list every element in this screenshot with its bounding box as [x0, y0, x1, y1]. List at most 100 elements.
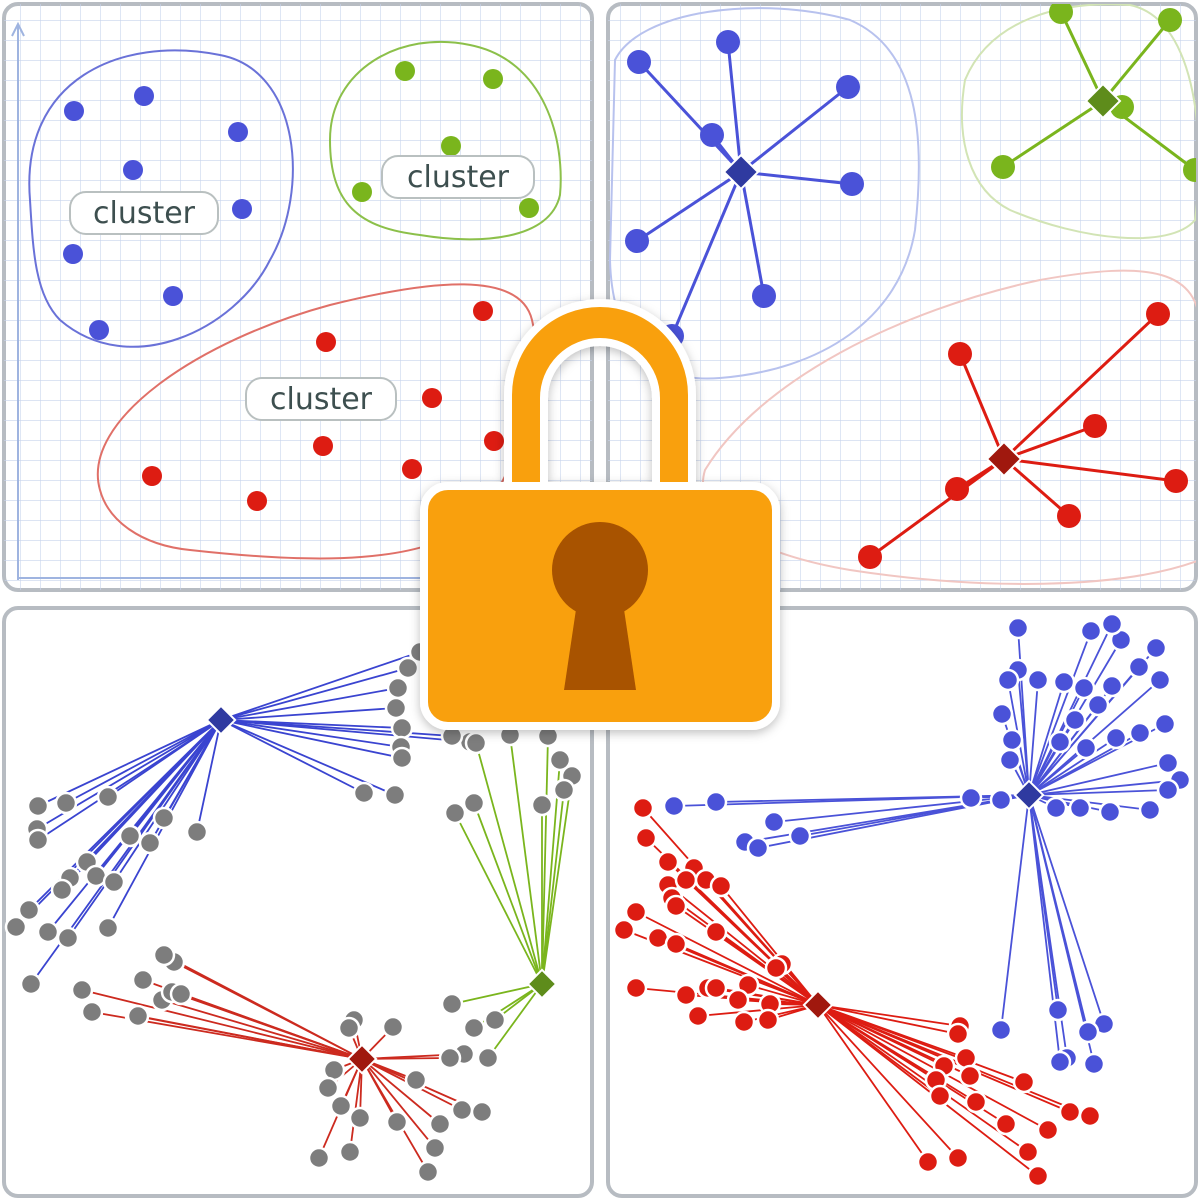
- leaf-node: [1098, 800, 1122, 824]
- spoke-edge: [817, 1004, 959, 1035]
- leaf-node: [352, 781, 376, 805]
- leaf-node: [36, 920, 60, 944]
- leaf-node: [948, 342, 972, 366]
- leaf-node: [752, 284, 776, 308]
- spoke-edge: [161, 999, 363, 1060]
- spoke-edge: [635, 911, 819, 1006]
- cluster-point: [123, 160, 143, 180]
- leaf-node: [656, 850, 680, 874]
- leaf-node: [1148, 668, 1172, 692]
- spoke-edge: [361, 1058, 441, 1125]
- leaf-node: [625, 229, 649, 253]
- spoke-edge: [113, 719, 222, 883]
- spoke-edge: [817, 1004, 1025, 1083]
- leaf-node: [764, 956, 788, 980]
- spoke-edge: [220, 719, 402, 748]
- leaf-node: [674, 983, 698, 1007]
- spoke-edge: [220, 719, 365, 794]
- leaf-node: [56, 926, 80, 950]
- leaf-node: [1074, 736, 1098, 760]
- leaf-node: [131, 968, 155, 992]
- spoke-edge: [220, 719, 453, 737]
- cluster-point: [228, 122, 248, 142]
- leaf-node: [102, 870, 126, 894]
- cluster-point: [441, 136, 461, 156]
- leaf-node: [627, 50, 651, 74]
- lock-icon: [420, 299, 780, 730]
- spoke-edge: [220, 707, 397, 721]
- leaf-node: [732, 1010, 756, 1034]
- leaf-node: [946, 1146, 970, 1170]
- leaf-node: [404, 1068, 428, 1092]
- leaf-node: [1046, 998, 1070, 1022]
- leaf-node: [470, 1100, 494, 1124]
- spoke-edge: [817, 1004, 959, 1159]
- leaf-node: [1183, 158, 1196, 182]
- spoke-edge: [541, 789, 565, 985]
- leaf-node: [1026, 668, 1050, 692]
- leaf-node: [1082, 1052, 1106, 1076]
- leaf-node: [1138, 798, 1162, 822]
- leaf-node: [634, 826, 658, 850]
- leaf-node: [1100, 674, 1124, 698]
- leaf-node: [928, 1084, 952, 1108]
- spoke-edge: [1028, 794, 1095, 1065]
- spoke-edge: [1017, 669, 1030, 796]
- cluster-label-box: [245, 377, 397, 421]
- cluster-label-box: [69, 191, 219, 235]
- leaf-node: [1052, 670, 1076, 694]
- spoke-edge: [475, 742, 543, 985]
- spoke-edge: [509, 734, 543, 985]
- leaf-node: [428, 1112, 452, 1136]
- spoke-edge: [1028, 737, 1117, 796]
- cluster-point: [142, 466, 162, 486]
- leaf-node: [726, 988, 750, 1012]
- spoke-edge: [1028, 789, 1169, 796]
- leaf-node: [990, 702, 1014, 726]
- spoke-edge: [349, 1058, 363, 1153]
- leaf-node: [50, 878, 74, 902]
- cluster-label-box: [381, 155, 535, 199]
- spoke-edge: [817, 1004, 1091, 1117]
- leaf-node: [1158, 8, 1182, 32]
- spoke-edge: [740, 170, 853, 186]
- hub-node: [526, 968, 558, 1000]
- leaf-node: [337, 1016, 361, 1040]
- spoke-edge: [1002, 312, 1160, 461]
- spoke-edge: [15, 719, 222, 928]
- leaf-node: [1083, 414, 1107, 438]
- leaf-node: [664, 932, 688, 956]
- spoke-edge: [451, 983, 543, 1005]
- hub-node: [1013, 779, 1045, 811]
- leaf-node: [96, 916, 120, 940]
- hub-node: [985, 440, 1023, 478]
- leaf-node: [1048, 1050, 1072, 1074]
- leaf-node: [1068, 796, 1092, 820]
- leaf-node: [396, 656, 420, 680]
- spoke-edge: [1028, 630, 1092, 796]
- leaf-node: [624, 976, 648, 1000]
- keyhole-icon: [552, 522, 648, 690]
- leaf-node: [26, 828, 50, 852]
- spoke-edge: [137, 1015, 363, 1060]
- spoke-edge: [361, 1058, 436, 1149]
- spoke-edge: [1028, 762, 1169, 796]
- leaf-node: [1006, 616, 1030, 640]
- leaf-node: [390, 716, 414, 740]
- leaf-node: [1036, 1118, 1060, 1142]
- spoke-edge: [220, 667, 409, 721]
- cluster-point: [473, 301, 493, 321]
- spoke-edge: [541, 735, 549, 985]
- leaf-node: [1144, 636, 1168, 660]
- leaf-node: [26, 794, 50, 818]
- leaf-node: [438, 1046, 462, 1070]
- leaf-node: [1016, 1140, 1040, 1164]
- cluster-point: [402, 459, 422, 479]
- leaf-node: [674, 868, 698, 892]
- leaf-node: [836, 75, 860, 99]
- leaf-node: [1012, 1070, 1036, 1094]
- leaf-node: [916, 1150, 940, 1174]
- spoke-edge: [670, 171, 743, 337]
- leaf-node: [996, 668, 1020, 692]
- spoke-edge: [180, 993, 363, 1060]
